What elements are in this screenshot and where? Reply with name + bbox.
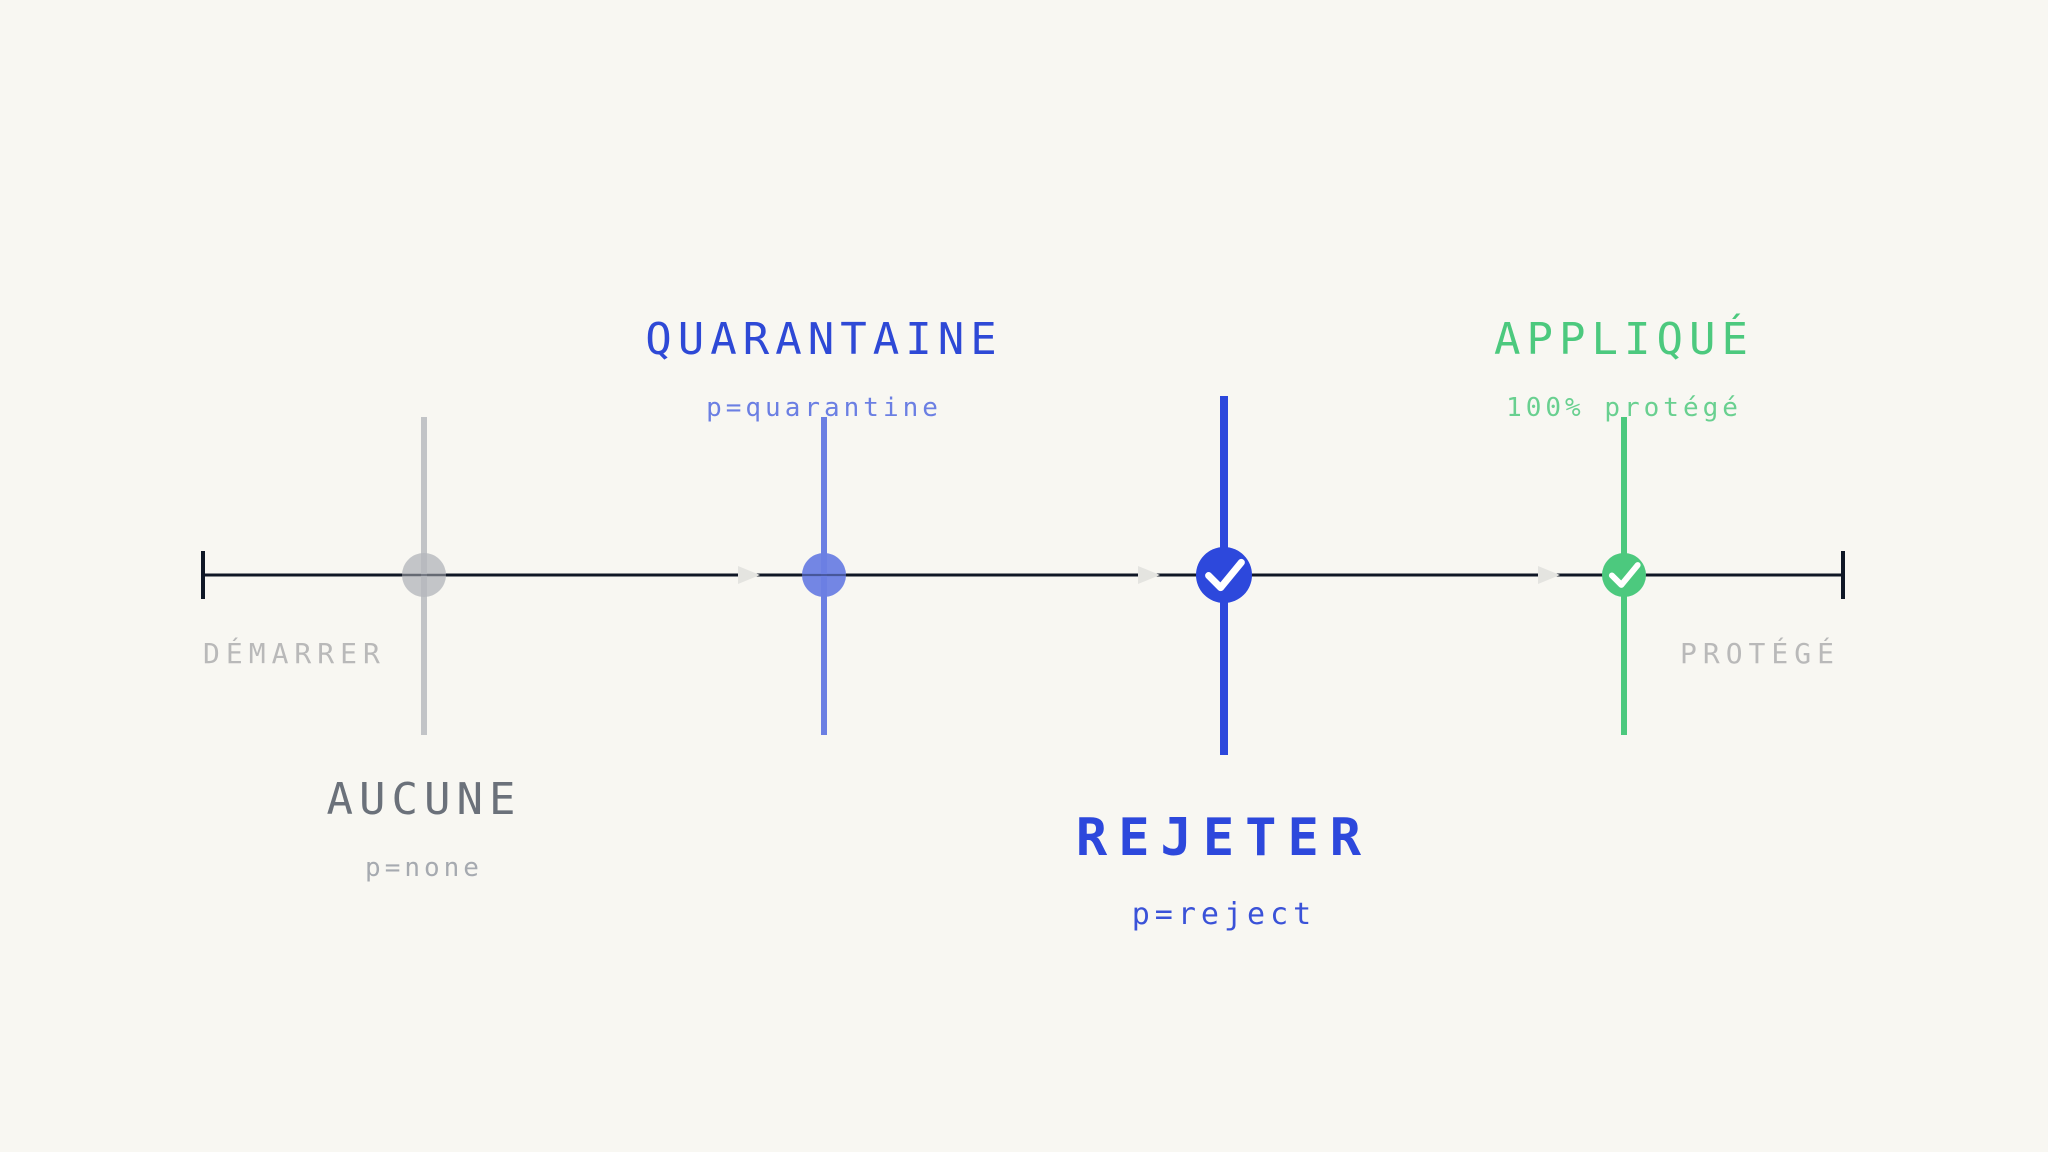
stage-node-2: [802, 553, 846, 597]
check-icon: [1608, 562, 1641, 588]
start-label: DÉMARRER: [203, 637, 386, 670]
stage-subtitle-2: p=quarantine: [706, 393, 942, 423]
stage-subtitle-4: 100% protégé: [1506, 393, 1742, 423]
direction-arrow-1: [738, 566, 760, 584]
direction-arrow-3: [1538, 566, 1560, 584]
stage-title-3: REJETER: [1075, 808, 1373, 868]
check-icon: [1205, 558, 1245, 592]
direction-arrow-2: [1138, 566, 1160, 584]
stage-node-4: [1602, 553, 1646, 597]
stage-title-4: APPLIQUÉ: [1494, 314, 1754, 365]
stage-subtitle-1: p=none: [365, 853, 483, 883]
stage-title-1: AUCUNE: [326, 774, 522, 825]
end-label: PROTÉGÉ: [1679, 637, 1840, 670]
stage-title-2: QUARANTAINE: [645, 314, 1003, 365]
stage-node-1: [402, 553, 446, 597]
stage-subtitle-3: p=reject: [1131, 897, 1317, 932]
stage-node-3: [1196, 547, 1252, 603]
